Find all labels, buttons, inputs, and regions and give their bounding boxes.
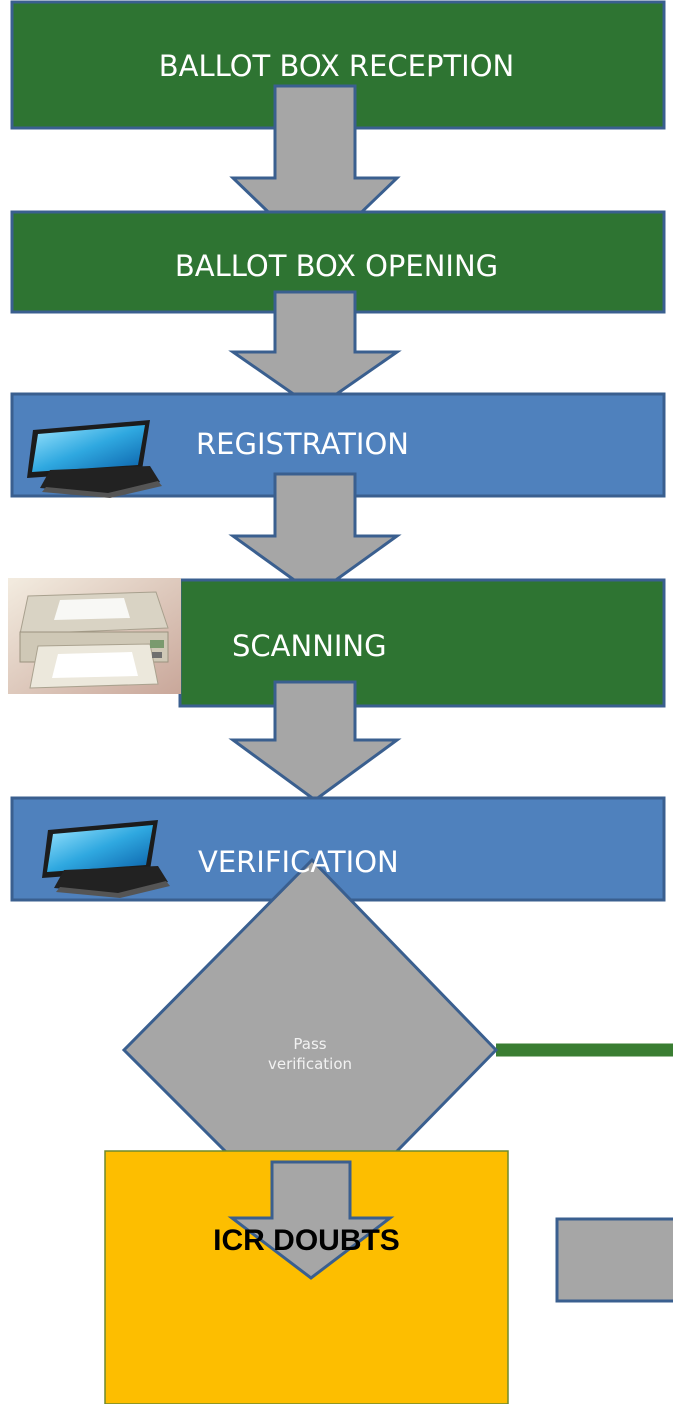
- outcome-icr-doubts-label: ICR DOUBTS: [213, 1224, 400, 1257]
- step-registration-label: REGISTRATION: [196, 427, 409, 461]
- flow-arrow-2: [228, 290, 402, 411]
- step-scanning-box: [178, 578, 666, 708]
- document-scanner-image: [8, 578, 181, 694]
- step-scanning-label: SCANNING: [232, 629, 387, 663]
- decision-label-line-1: Pass: [293, 1035, 327, 1053]
- registration-monitor-icon: [27, 420, 162, 498]
- decision-label-line-2: verification: [267, 1055, 353, 1073]
- flow-arrow-4: [228, 680, 402, 802]
- step-reception-label: BALLOT BOX RECEPTION: [158, 49, 515, 83]
- verification-monitor-icon: [42, 820, 170, 898]
- next-step-partial-box: [555, 1217, 673, 1303]
- flow-arrow-5: [227, 1160, 395, 1280]
- step-verification-label: VERIFICATION: [198, 845, 399, 879]
- decision-label: Pass verification: [190, 1034, 430, 1074]
- flow-arrow-3: [228, 472, 402, 597]
- step-opening-label: BALLOT BOX OPENING: [174, 249, 499, 283]
